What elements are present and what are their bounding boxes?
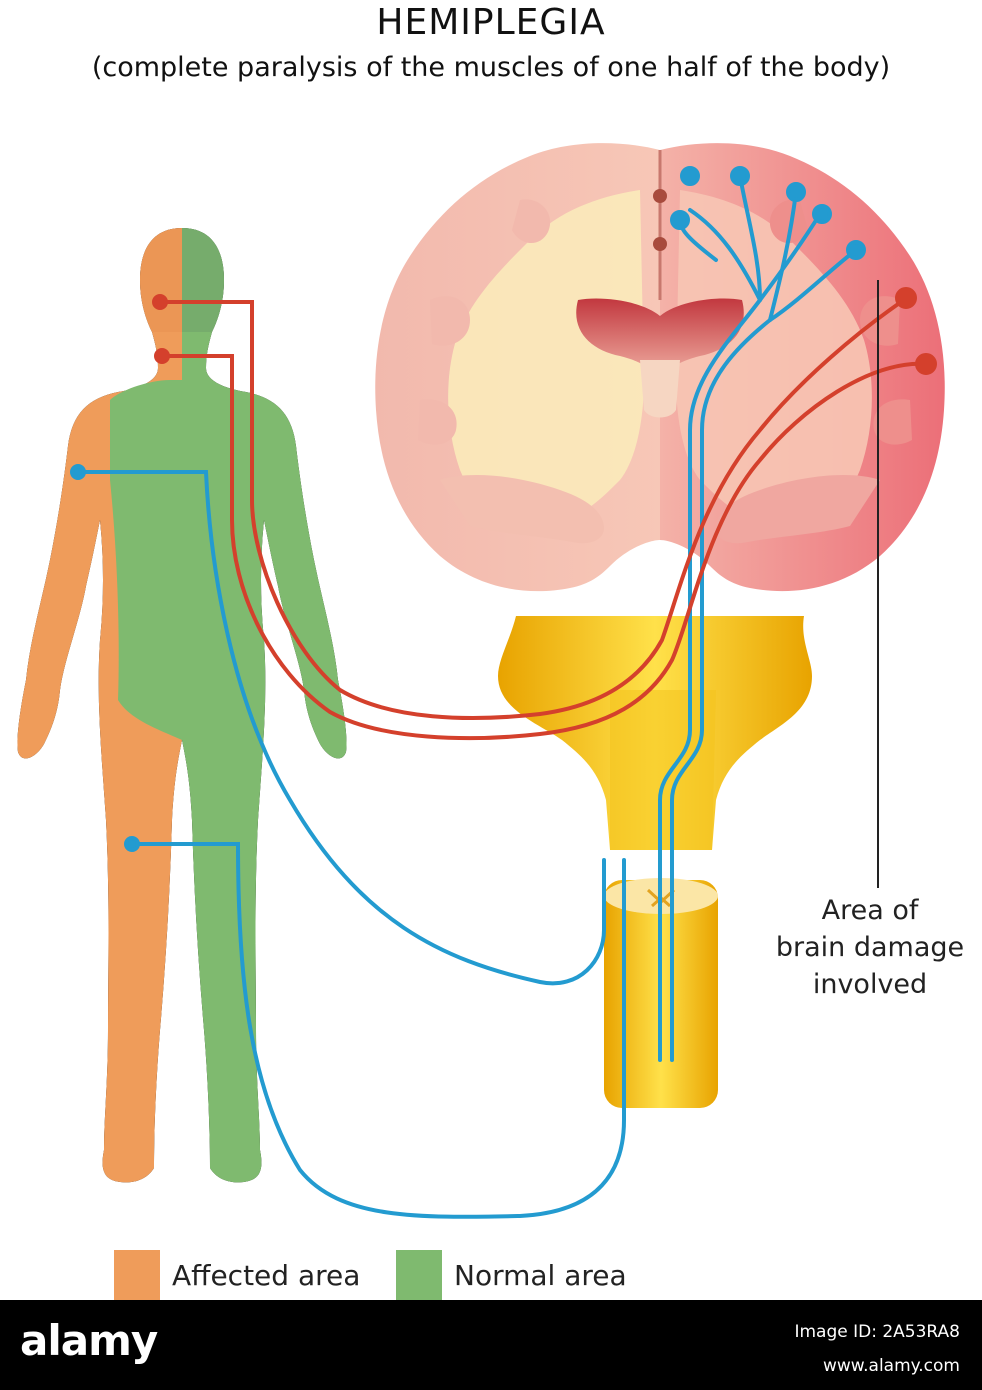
brain-damage-annotation: Area of brain damage involved [760, 892, 980, 1003]
normal-label: Normal area [454, 1258, 627, 1292]
legend-affected: Affected area [114, 1250, 360, 1300]
blue-nerve-pathways [70, 166, 866, 1219]
stock-footer-bar: alamy Image ID: 2A53RA8 www.alamy.com [0, 1300, 982, 1390]
stock-url-text: www.alamy.com [822, 1356, 960, 1376]
affected-swatch [114, 1250, 160, 1300]
normal-swatch [396, 1250, 442, 1300]
annotation-line-3: involved [812, 969, 928, 1000]
stock-logo: alamy [20, 1316, 158, 1365]
affected-label: Affected area [172, 1258, 361, 1292]
human-body-figure [17, 228, 347, 1183]
diagram-subtitle: (complete paralysis of the muscles of on… [91, 52, 891, 83]
legend-normal: Normal area [396, 1250, 627, 1300]
annotation-line-2: brain damage [775, 932, 965, 963]
red-nerve-pathways [152, 287, 937, 741]
annotation-line-1: Area of [821, 895, 919, 926]
hemiplegia-diagram [17, 143, 945, 1219]
diagram-title: HEMIPLEGIA [376, 2, 606, 43]
brain-cross-section [375, 143, 945, 592]
image-id-text: Image ID: 2A53RA8 [794, 1322, 960, 1342]
